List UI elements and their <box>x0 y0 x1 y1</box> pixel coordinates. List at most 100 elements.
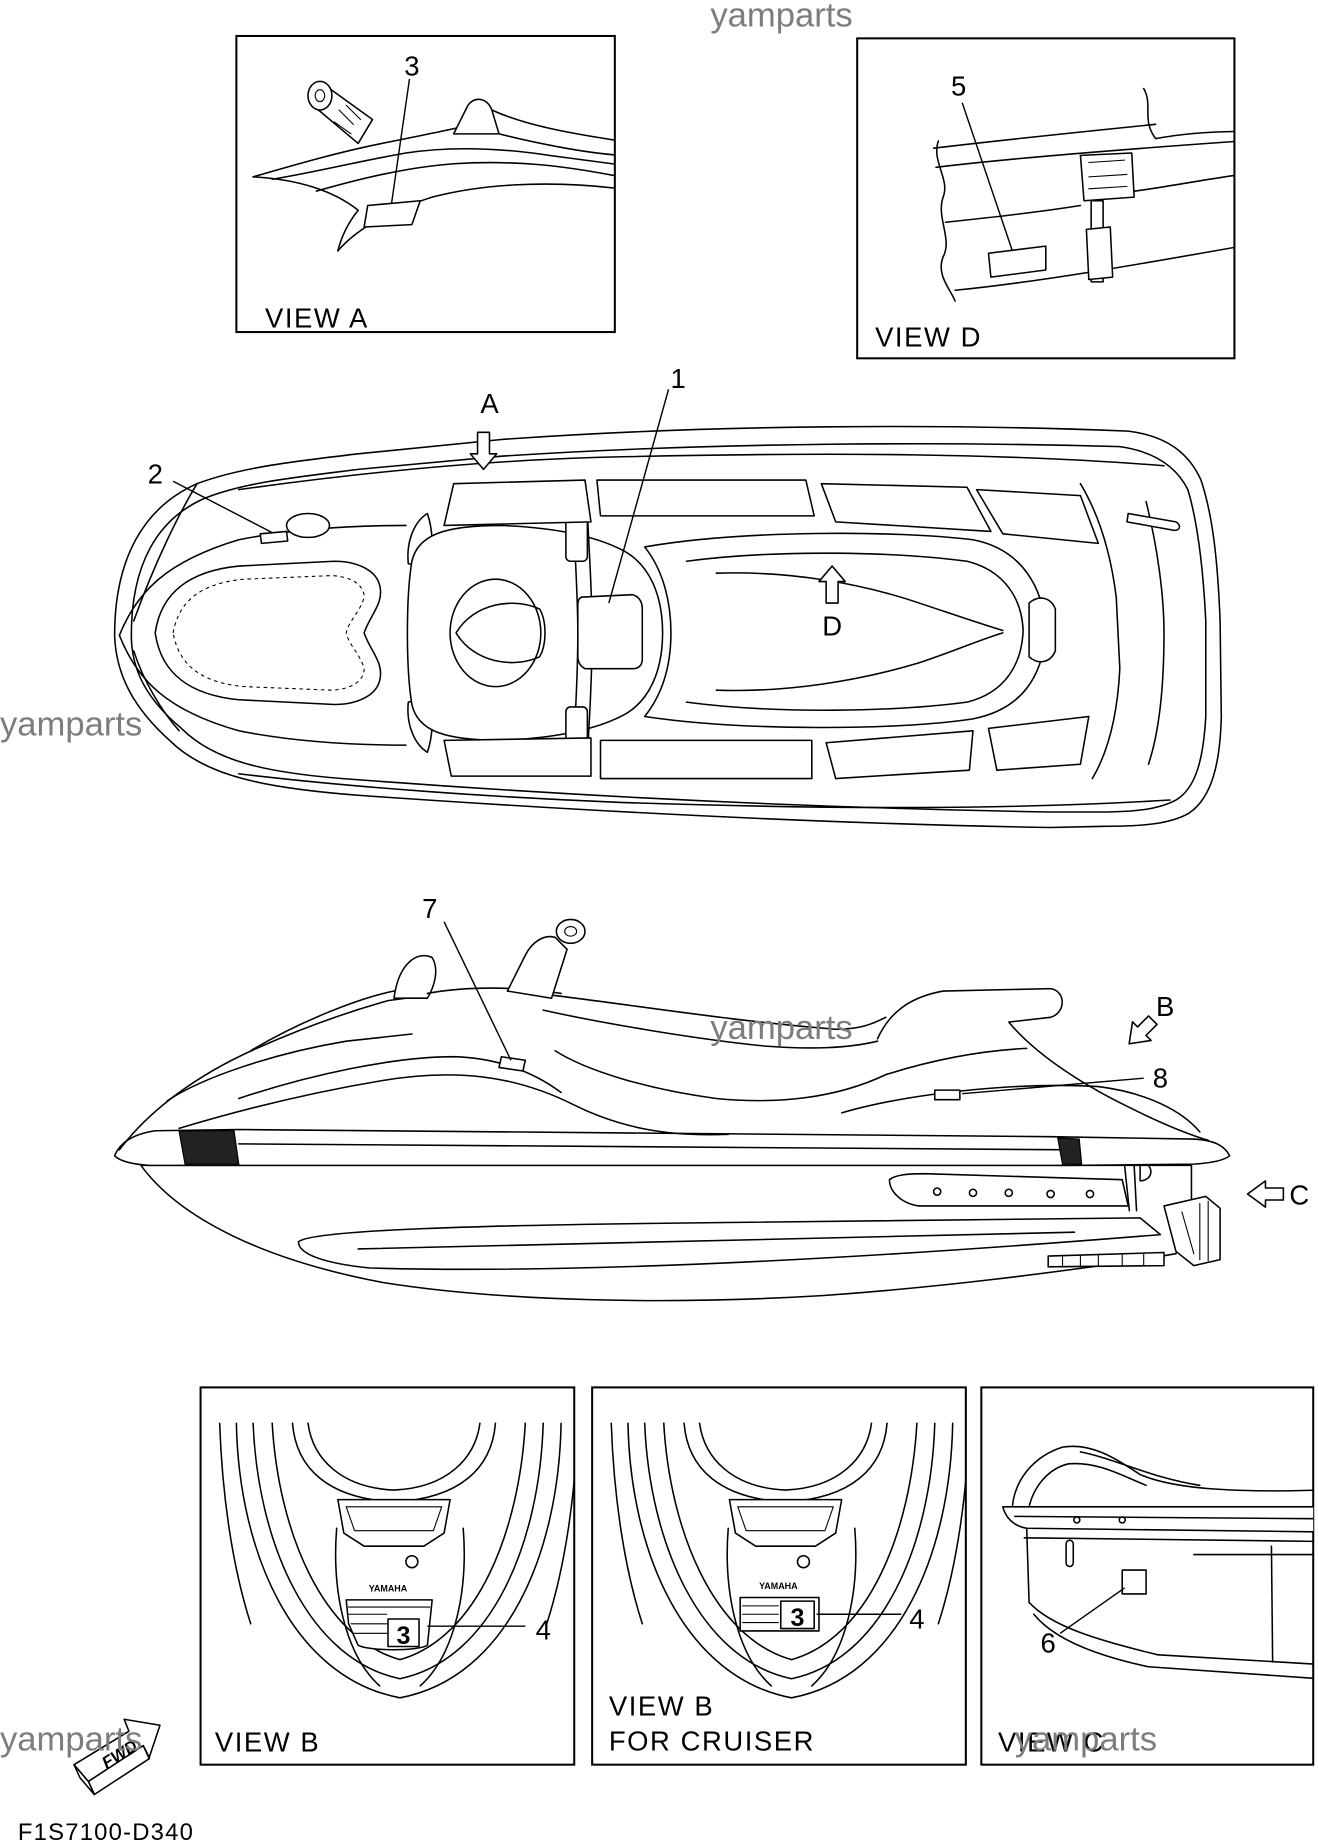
bow-line <box>132 650 180 732</box>
view-b-cruiser-inset: YAMAHA 3 4 VIEW B FOR CRUISER <box>591 1386 967 1766</box>
fwd-arrow-front-face <box>73 1718 161 1783</box>
footwell-mat <box>443 479 592 527</box>
view-b-frame <box>199 1386 576 1766</box>
view-d-label: VIEW D <box>875 321 982 352</box>
footwell-mat <box>987 715 1090 771</box>
deck-edge-line <box>237 772 1171 809</box>
hull-slot <box>1065 1539 1075 1568</box>
view-c-direction-arrow <box>1246 1180 1285 1208</box>
rear-deck <box>876 987 1209 1142</box>
steering-column-detail <box>333 104 362 135</box>
jet-nozzle-detail <box>1181 1200 1209 1262</box>
footwell-mat <box>820 482 992 533</box>
seat-side <box>542 1009 879 1049</box>
decal-8 <box>934 1089 961 1101</box>
view-a-direction-arrow <box>469 431 498 471</box>
leader-line <box>962 1077 1144 1095</box>
stern-slot <box>1126 512 1181 532</box>
view-b-cruiser-label-line2: FOR CRUISER <box>609 1725 815 1756</box>
watermark-top: yamparts <box>710 0 852 34</box>
leader-line <box>172 480 273 534</box>
steering-pad-lens <box>455 602 546 664</box>
view-a-label: VIEW A <box>265 302 369 333</box>
rub-rail-line <box>237 1143 1076 1151</box>
hull-lower-line <box>1033 1613 1314 1680</box>
front-bumper <box>178 1130 240 1165</box>
callout-6: 6 <box>1041 1627 1056 1658</box>
deck-graphic <box>178 1074 730 1136</box>
callout-5: 5 <box>951 71 966 102</box>
rear-storage-latch <box>1028 597 1057 663</box>
view-b-cruiser-drawing <box>610 1422 966 1699</box>
callout-3: 3 <box>404 50 419 81</box>
view-a-arrow-label: A <box>480 388 499 419</box>
deck-graphic <box>166 1033 413 1102</box>
decal-7 <box>498 1055 527 1072</box>
steering-pad <box>449 578 542 688</box>
decal-number-text: 3 <box>791 1604 805 1632</box>
leader-line <box>443 921 512 1061</box>
view-d-frame <box>856 37 1236 360</box>
under-hull-bracket-detail <box>1061 1253 1145 1268</box>
hull-line <box>944 204 1082 223</box>
deck-edge-line <box>252 176 359 252</box>
view-d-arrow-label: D <box>822 610 842 641</box>
steering-knob <box>555 918 586 945</box>
deck-edge-line <box>271 147 615 181</box>
view-c-frame <box>980 1386 1315 1766</box>
hull-panel-line <box>1270 1545 1274 1663</box>
deck-edge-line <box>337 183 615 252</box>
vent-hole <box>1085 1189 1095 1199</box>
deck-edge-line <box>491 109 615 141</box>
view-b-cruiser-frame <box>591 1386 967 1766</box>
deck-bow-line <box>118 997 407 1151</box>
rear-deck-graphic <box>885 1047 1028 1076</box>
vent-hole <box>968 1188 978 1198</box>
footwell-mat <box>825 730 974 780</box>
rear-deck-graphic <box>840 1084 1201 1133</box>
seat <box>643 532 1047 729</box>
decal-stripes <box>742 1605 779 1624</box>
view-a-drawing <box>252 80 615 252</box>
leader-line <box>390 78 411 204</box>
latch-mechanism-detail <box>1088 159 1128 190</box>
hull-line <box>1154 130 1235 140</box>
callout-4: 4 <box>536 1614 551 1645</box>
fuel-cap <box>285 512 331 539</box>
footwell-mat <box>599 739 813 780</box>
rub-rail-line <box>1013 1515 1314 1520</box>
bow-line <box>118 524 407 637</box>
stern-graphic <box>1145 500 1165 765</box>
view-b-cruiser-label-line1: VIEW B <box>609 1691 714 1722</box>
stern-graphic <box>1079 482 1121 780</box>
under-hull-bracket <box>1047 1251 1165 1268</box>
view-b-label: VIEW B <box>215 1727 320 1758</box>
decal-brand-text: YAMAHA <box>369 1584 408 1594</box>
decal-5-view-d <box>987 245 1047 278</box>
footwell-mat <box>596 479 815 517</box>
hull-line <box>935 140 1235 169</box>
watermark-middle: yamparts <box>710 1009 852 1047</box>
fwd-arrow: FWD <box>73 1718 161 1796</box>
view-d-inset: 5 VIEW D <box>856 37 1236 360</box>
rub-rail <box>1002 1506 1314 1533</box>
seat-top <box>536 992 887 1031</box>
seat-top <box>1011 1445 1314 1508</box>
broken-edge <box>936 140 956 302</box>
watermark-bottom-right: yamparts <box>1015 1720 1157 1758</box>
deck-graphic <box>249 990 395 1052</box>
callout-7: 7 <box>422 893 437 924</box>
view-c-label: VIEW C <box>998 1727 1105 1758</box>
hull-hole <box>1118 1516 1126 1524</box>
callout-8: 8 <box>1153 1063 1168 1094</box>
rub-rail-line <box>1023 1537 1314 1543</box>
view-c-inset: 6 VIEW C <box>980 1386 1315 1766</box>
callout-2: 2 <box>148 459 163 490</box>
decal-3-view-a <box>363 199 422 228</box>
decal-6 <box>1121 1569 1147 1595</box>
seat-line <box>1079 1451 1201 1487</box>
view-b-direction-arrow <box>1128 1015 1158 1045</box>
broken-edge <box>1142 87 1157 140</box>
decal-number-box <box>387 1618 420 1648</box>
